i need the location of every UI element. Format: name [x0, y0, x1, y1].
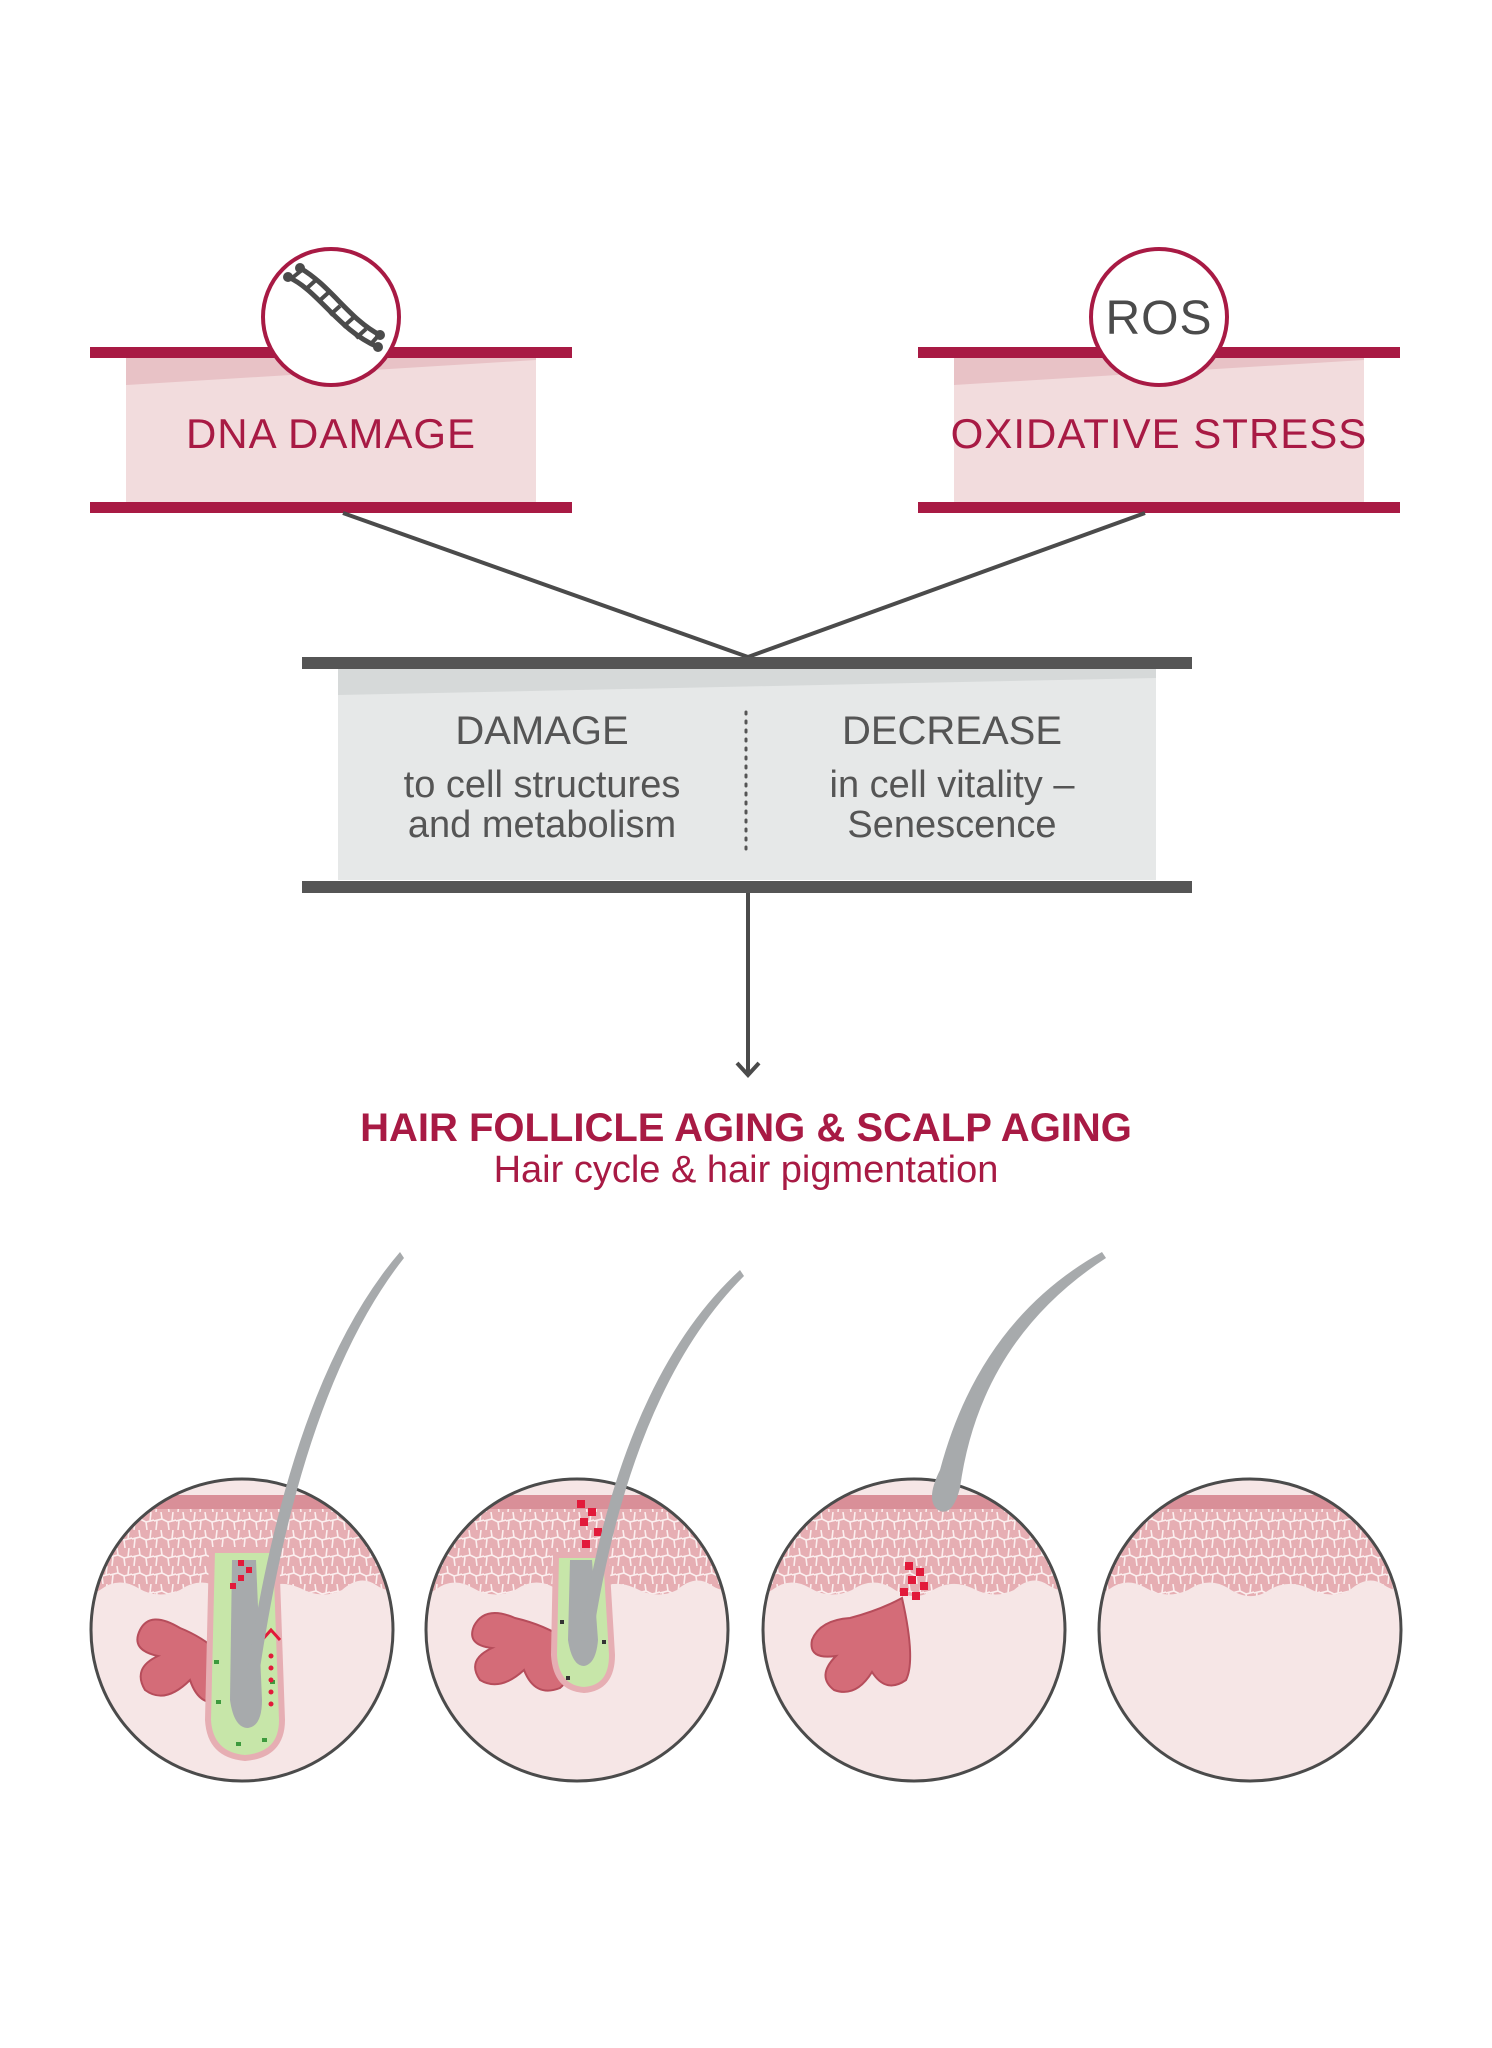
- ros-icon-text: ROS: [1105, 292, 1212, 345]
- ros-icon: ROS: [1089, 247, 1229, 387]
- cause-oxidative-stress: OXIDATIVE STRESS ROS: [918, 247, 1400, 513]
- stage-3-illustration: [761, 1252, 1106, 1783]
- hair-shaft: [246, 1252, 404, 1682]
- cause-label: DNA DAMAGE: [186, 410, 476, 457]
- bottom-bar: [918, 502, 1400, 513]
- connector-left: [342, 511, 749, 659]
- down-arrow: [735, 893, 761, 1078]
- stage-4-illustration: [1097, 1477, 1403, 1783]
- effect-heading: DECREASE: [842, 709, 1062, 753]
- effect-decrease: DECREASE in cell vitality – Senescence: [830, 709, 1076, 846]
- panel-shade: [338, 668, 1156, 695]
- effect-damage: DAMAGE to cell structures and metabolism: [404, 709, 681, 846]
- result-subtitle: Hair cycle & hair pigmentation: [494, 1149, 999, 1191]
- result-title: HAIR FOLLICLE AGING & SCALP AGING: [360, 1106, 1132, 1150]
- sebaceous-gland: [810, 1596, 912, 1693]
- stage-2-illustration: [424, 1270, 744, 1783]
- hair-shaft: [580, 1270, 744, 1642]
- cause-label: OXIDATIVE STRESS: [951, 410, 1368, 457]
- effect-line: and metabolism: [408, 804, 676, 846]
- effect-line: to cell structures: [404, 764, 681, 806]
- sebaceous-gland: [471, 1612, 571, 1692]
- effect-line: in cell vitality –: [830, 764, 1076, 806]
- bottom-bar: [302, 881, 1192, 893]
- effect-line: Senescence: [847, 804, 1056, 846]
- stage-1-illustration: [89, 1252, 404, 1783]
- connector-right: [747, 511, 1146, 659]
- effect-heading: DAMAGE: [455, 709, 628, 753]
- cause-dna-damage: DNA DAMAGE: [90, 247, 572, 513]
- bottom-bar: [90, 502, 572, 513]
- connector-lines: [342, 511, 1146, 659]
- hair-shaft: [931, 1252, 1106, 1512]
- effects-box: DAMAGE to cell structures and metabolism…: [302, 657, 1192, 893]
- dna-icon: [261, 247, 401, 387]
- top-bar: [302, 657, 1192, 669]
